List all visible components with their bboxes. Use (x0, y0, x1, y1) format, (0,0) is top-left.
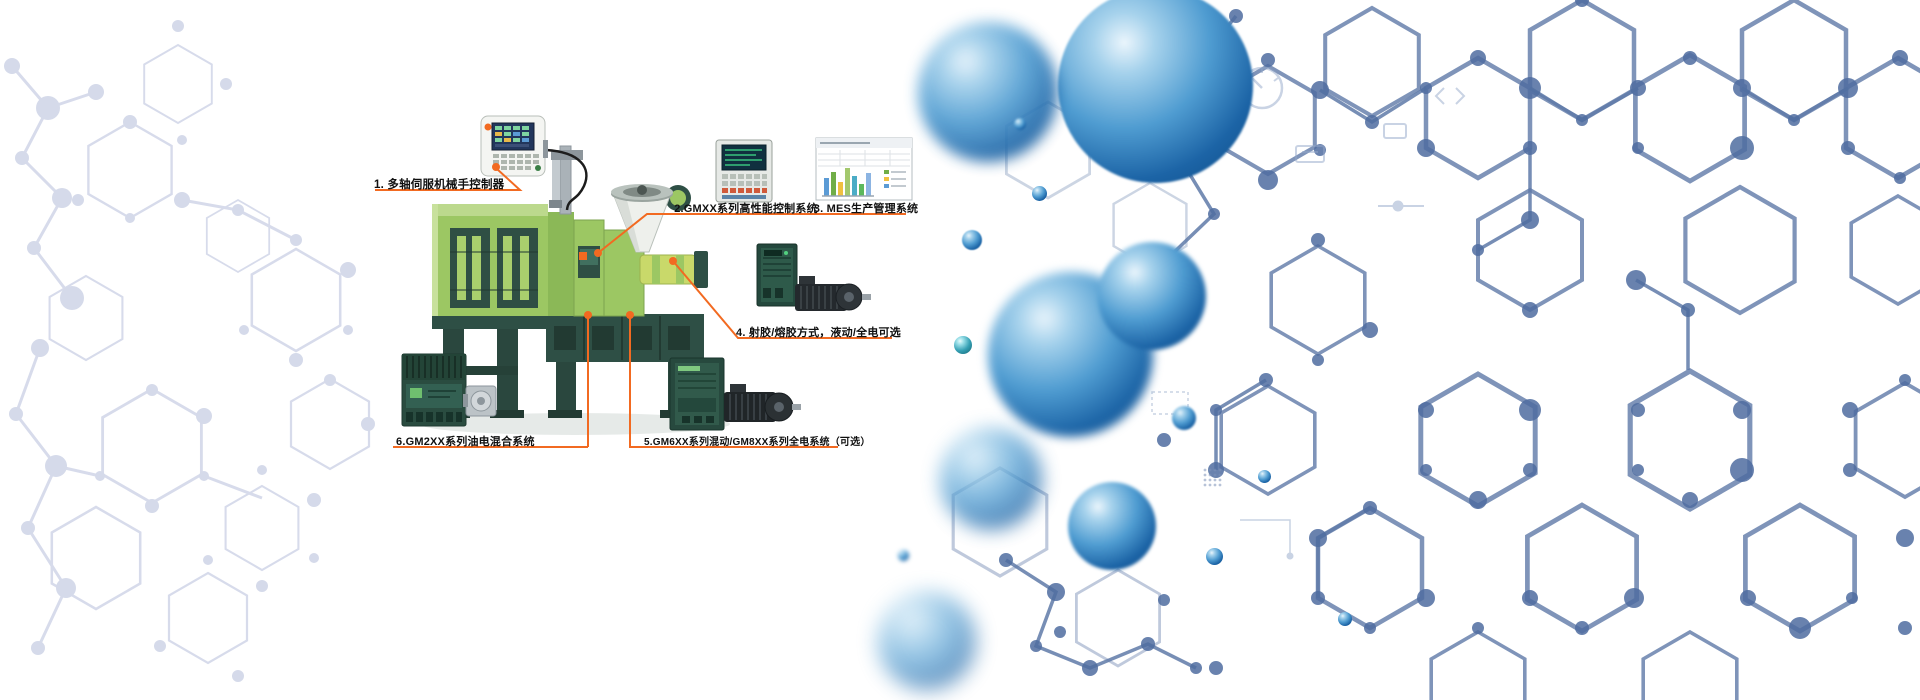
callout-line-6 (393, 315, 589, 448)
callout-line-2-3 (597, 213, 906, 254)
bubble-sphere (1032, 186, 1047, 201)
bubble-sphere (1172, 406, 1196, 430)
machine-base-right (546, 314, 704, 418)
callout-label-5: 5.GM6XX系列混动/GM8XX系列全电系统（可选） (644, 437, 871, 448)
callout-dot-2 (594, 249, 602, 257)
callout-line-4 (672, 260, 892, 339)
machine-illustration (420, 145, 730, 435)
hmi-screen (721, 144, 767, 171)
clamping-unit (432, 204, 548, 316)
callout-connectors (375, 168, 906, 448)
mes-bar-chart (824, 168, 871, 196)
callout-line-5 (629, 315, 838, 448)
chip-icon (1383, 123, 1407, 139)
bubble-sphere (1014, 118, 1026, 130)
callout-label-4: 4. 射胶/熔胶方式，液动/全电可选 (736, 327, 901, 339)
hopper (611, 184, 691, 253)
mes-legend (884, 170, 906, 188)
callout-dot-1 (492, 163, 500, 171)
stationary-platen (548, 212, 574, 316)
bubble-sphere (1258, 470, 1271, 483)
control-cabinet (573, 219, 605, 317)
robot-arm (549, 145, 583, 215)
pendant-cable (545, 148, 588, 211)
bubble-sphere (954, 336, 972, 354)
bubble-sphere (1068, 482, 1156, 570)
machine-shadow (420, 413, 730, 435)
callout-dots (492, 163, 677, 319)
bubble-sphere (1058, 0, 1253, 183)
bubble-sphere (1338, 612, 1352, 626)
callout-label-2: 2.GMXX系列高性能控制系统 (674, 203, 818, 215)
callout-label-1: 1. 多轴伺服机械手控制器 (374, 179, 505, 191)
bubble-sphere (1098, 242, 1206, 350)
bubble-sphere (940, 428, 1042, 530)
network-dots (999, 0, 1914, 676)
module-icon (1295, 145, 1325, 163)
bubble-sphere (918, 22, 1058, 162)
bubble-sphere (878, 592, 976, 690)
callout-label-6: 6.GM2XX系列油电混合系统 (396, 436, 535, 448)
pendant-controller-thumbnail (480, 115, 548, 177)
left-pattern-dots (4, 20, 375, 682)
bubble-sphere (898, 550, 909, 561)
injection-unit (603, 229, 708, 317)
bracket-left-icon (1434, 87, 1445, 105)
hmi-panel-thumbnail (715, 139, 773, 203)
bracket-right-icon (1455, 87, 1466, 105)
callout-dot-6 (584, 311, 592, 319)
bubble-sphere (1206, 548, 1223, 565)
servo-drive-motor-thumbnail (756, 243, 871, 311)
circuit-line-icon (1240, 519, 1291, 556)
callout-line-1 (375, 168, 523, 191)
callout-label-3: 3. MES生产管理系统 (813, 203, 919, 215)
callout-dot-5 (626, 311, 634, 319)
dot-grid-icon (1203, 468, 1222, 487)
hybrid-system-thumbnail (669, 357, 801, 431)
dashed-box-icon (1151, 391, 1189, 415)
bubble-sphere (962, 230, 982, 250)
mes-dashboard-thumbnail (815, 137, 913, 201)
callout-dot-4 (669, 257, 677, 265)
oil-electric-drive-thumbnail (401, 353, 497, 427)
